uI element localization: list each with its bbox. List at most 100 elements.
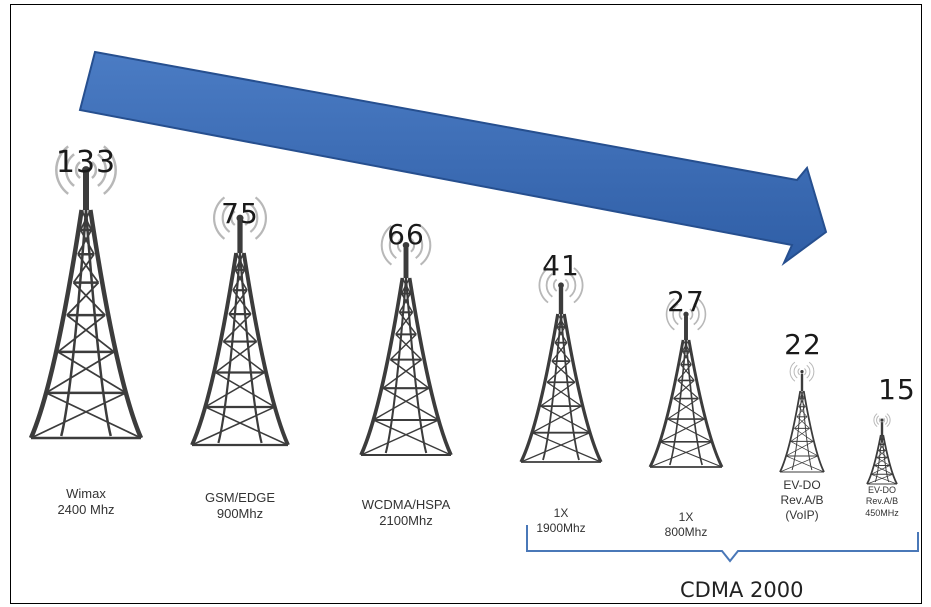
lattice-brace bbox=[66, 314, 115, 353]
lattice-brace bbox=[790, 441, 819, 457]
antenna-tip bbox=[880, 418, 884, 422]
tower-leg-right bbox=[562, 313, 603, 463]
lattice-brace bbox=[667, 398, 699, 420]
lattice-brace bbox=[880, 434, 884, 440]
lattice-brace bbox=[234, 252, 245, 271]
lattice-brace bbox=[779, 455, 819, 473]
tower-label-line: Wimax bbox=[66, 486, 106, 501]
lattice-brace bbox=[554, 342, 571, 362]
tower-3 bbox=[359, 224, 453, 457]
tower-count: 66 bbox=[387, 218, 425, 251]
lattice-brace bbox=[520, 432, 591, 463]
lattice-brace bbox=[215, 371, 276, 408]
signal-waves-icon bbox=[55, 145, 117, 195]
lattice-brace bbox=[798, 406, 808, 418]
tower-label-line: 2100Mhz bbox=[379, 513, 433, 529]
lattice-brace bbox=[794, 428, 814, 442]
lattice-brace bbox=[682, 339, 691, 352]
lattice-brace bbox=[799, 390, 805, 399]
lattice-brace bbox=[400, 277, 411, 294]
lattice-brace bbox=[373, 419, 452, 456]
tower-leg-right bbox=[802, 390, 825, 473]
lattice-brace bbox=[401, 277, 412, 294]
lattice-brace bbox=[222, 313, 252, 343]
tower-label-line: (VoIP) bbox=[785, 508, 819, 522]
lattice-brace bbox=[398, 311, 417, 335]
signal-waves-icon bbox=[873, 413, 891, 428]
tower-label-line: 800Mhz bbox=[664, 525, 708, 539]
lattice-brace bbox=[790, 428, 810, 442]
tower-leg-left bbox=[519, 313, 560, 463]
tower-label-line: 450MHz bbox=[865, 507, 899, 518]
tower-count: 133 bbox=[55, 145, 117, 180]
tower-leg-left bbox=[866, 434, 882, 485]
lattice-brace bbox=[389, 359, 430, 389]
lattice-brace bbox=[866, 473, 894, 485]
lattice-brace bbox=[659, 441, 723, 468]
lattice-brace bbox=[878, 450, 888, 458]
lattice-brace bbox=[785, 441, 814, 457]
lattice-brace bbox=[870, 473, 898, 485]
tower-leg-right bbox=[88, 209, 144, 439]
lattice-brace bbox=[191, 406, 276, 446]
lattice-brace bbox=[80, 209, 93, 231]
lattice-brace bbox=[79, 209, 92, 231]
tower-leg-right bbox=[687, 339, 724, 468]
antenna-tip bbox=[800, 370, 804, 374]
lattice-brace bbox=[799, 397, 806, 407]
lattice-brace bbox=[880, 439, 885, 445]
tower-leg-left bbox=[28, 209, 84, 439]
lattice-brace bbox=[400, 293, 414, 313]
tower-leg-left bbox=[359, 277, 405, 456]
lattice-brace bbox=[551, 342, 568, 362]
lattice-brace bbox=[45, 351, 115, 394]
cdma-bracket bbox=[526, 525, 919, 563]
lattice-brace bbox=[57, 314, 106, 353]
tower-4 bbox=[519, 267, 603, 463]
lattice-brace bbox=[673, 380, 695, 400]
lattice-brace bbox=[204, 371, 265, 408]
signal-waves-icon bbox=[789, 361, 815, 382]
lattice-brace bbox=[673, 398, 705, 420]
lattice-brace bbox=[876, 450, 886, 458]
tower-label-line: 1X bbox=[553, 506, 569, 520]
lattice-brace bbox=[540, 405, 591, 434]
lattice-brace bbox=[677, 364, 692, 381]
tower-7 bbox=[866, 413, 898, 485]
lattice-brace bbox=[57, 351, 127, 394]
tower-leg-right bbox=[407, 277, 453, 456]
lattice-brace bbox=[77, 229, 93, 255]
tower-count: 75 bbox=[221, 197, 259, 230]
tower-count: 15 bbox=[878, 373, 916, 406]
lattice-brace bbox=[649, 441, 713, 468]
lattice-brace bbox=[398, 293, 412, 313]
lattice-brace bbox=[876, 457, 890, 466]
lattice-brace bbox=[680, 350, 691, 365]
lattice-brace bbox=[395, 333, 423, 361]
lattice-brace bbox=[556, 313, 565, 328]
lattice-brace bbox=[235, 252, 246, 271]
signal-waves-icon bbox=[538, 267, 584, 304]
lattice-brace bbox=[874, 457, 888, 466]
lattice-brace bbox=[785, 455, 825, 473]
diagram-frame bbox=[10, 4, 922, 604]
tower-5 bbox=[648, 298, 724, 468]
lattice-brace bbox=[796, 406, 806, 418]
lattice-brace bbox=[546, 360, 571, 383]
antenna-tip bbox=[683, 311, 689, 317]
tower-1 bbox=[28, 145, 144, 440]
lattice-brace bbox=[77, 253, 100, 284]
lattice-brace bbox=[551, 360, 576, 383]
tower-label-line: 900Mhz bbox=[216, 506, 264, 522]
lattice-brace bbox=[382, 359, 423, 389]
lattice-brace bbox=[681, 339, 690, 352]
antenna-tip bbox=[402, 241, 410, 249]
tower-label-line: Rev.A/B bbox=[780, 493, 824, 507]
tower-leg-left bbox=[779, 390, 802, 473]
